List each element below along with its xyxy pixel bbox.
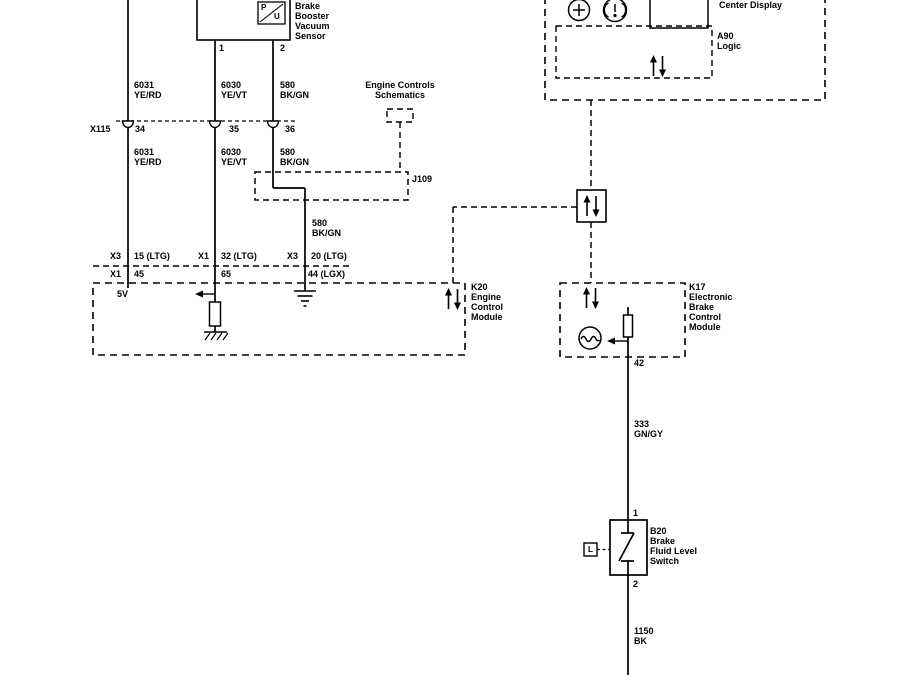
b20-pin2: 2 [633, 579, 639, 589]
k20-internal-resistor [208, 301, 222, 327]
display-indicator-icon [567, 0, 591, 22]
k17-pin-42: 42 [634, 358, 645, 368]
k20-pin-top-2: 32 (LTG) [221, 251, 257, 261]
k20-pin-top-3: 20 (LTG) [311, 251, 347, 261]
wire-580-lower-label: 580 BK/GN [280, 147, 309, 167]
k20-earth-ground-icon [294, 290, 316, 307]
gateway-serial-arrows-icon [582, 194, 601, 218]
k20-module-label: K20 Engine Control Module [471, 282, 503, 322]
wire-333-label: 333 GN/GY [634, 419, 664, 439]
a90-logic-label: A90 Logic [717, 31, 741, 51]
sensor-pin1: 1 [219, 43, 225, 53]
wire-6030-upper-label: 6030 YE/VT [221, 80, 248, 100]
b20-switch-label: B20 Brake Fluid Level Switch [650, 526, 698, 566]
k17-serial-data-icon [582, 286, 600, 310]
k20-signal-arrow-icon [195, 290, 215, 298]
wires [127, 0, 629, 675]
b20-l-marker: L [588, 544, 593, 554]
k20-pin-top-1: 15 (LTG) [134, 251, 170, 261]
k17-signal-arrow-icon [607, 337, 628, 345]
sensor-symbol-p: P [261, 3, 267, 12]
k17-module-box [559, 282, 686, 358]
wire-6030-lower-label: 6030 YE/VT [221, 147, 248, 167]
wire-6031-lower-label: 6031 YE/RD [134, 147, 162, 167]
center-display-box [544, 0, 826, 101]
x115-pin-34: 34 [135, 124, 146, 134]
a90-serial-data-icon [649, 54, 667, 78]
k20-pin-top-conn1: X3 [110, 251, 122, 261]
k20-pin-bot-2: 65 [221, 269, 232, 279]
x115-inline-connector-symbol [116, 120, 296, 129]
x115-connector-label: X115 [90, 124, 111, 134]
serial-data-bus [452, 100, 592, 287]
k20-module-box [92, 282, 466, 356]
engine-controls-schematics-label: Engine Controls Schematics [365, 80, 435, 100]
k17-internal-resistor [622, 314, 634, 338]
k20-pin-bot-3: 44 (LGX) [308, 269, 346, 279]
k17-fluid-level-indicator-icon [578, 326, 602, 350]
engine-controls-schematics-link [386, 108, 414, 172]
b20-l-marker-symbol [583, 542, 610, 557]
serial-gateway-symbol [576, 189, 607, 223]
wire-1150-label: 1150 BK [634, 626, 654, 646]
j109-junction-box [254, 171, 409, 201]
k20-pin-bot-1: 45 [134, 269, 145, 279]
sensor-label: Brake Booster Vacuum Sensor [295, 1, 330, 41]
k20-pin-bot-conn1: X1 [110, 269, 122, 279]
k20-serial-data-icon [444, 287, 462, 311]
sensor-pin2: 2 [280, 43, 286, 53]
wire-580-mid-label: 580 BK/GN [312, 218, 341, 238]
sensor-symbol-u: U [274, 12, 280, 21]
brake-booster-vacuum-sensor-symbol [196, 0, 291, 41]
wire-6031-upper-label: 6031 YE/RD [134, 80, 162, 100]
k20-chassis-ground-icon [204, 331, 229, 341]
k20-pin-top-conn2: X1 [198, 251, 210, 261]
k17-module-label: K17 Electronic Brake Control Module [689, 282, 733, 332]
b20-switch-symbol [609, 519, 648, 576]
k20-5v-reference: 5V [117, 289, 129, 299]
x115-pin-36: 36 [285, 124, 296, 134]
b20-pin1: 1 [633, 508, 639, 518]
brake-warning-indicator-icon [602, 0, 628, 23]
center-display-title: Center Display [719, 0, 783, 10]
k20-pin-top-conn3: X3 [287, 251, 299, 261]
x115-pin-35: 35 [229, 124, 240, 134]
wire-580-upper-label: 580 BK/GN [280, 80, 309, 100]
j109-label: J109 [412, 174, 433, 184]
